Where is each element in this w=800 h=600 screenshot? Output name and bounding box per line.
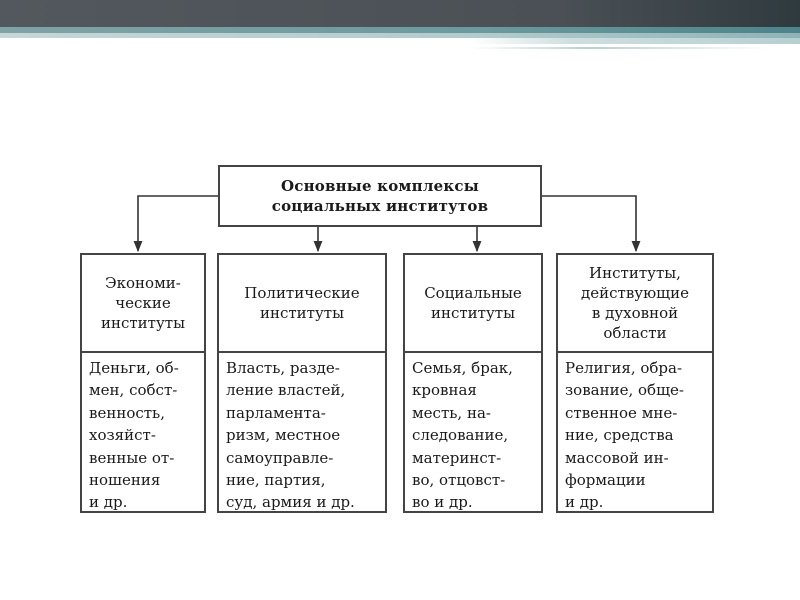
column-political-title: Политические институты xyxy=(244,284,360,322)
slide-header-stripe xyxy=(0,27,800,33)
root-box: Основные комплексы социальных институтов xyxy=(218,165,542,227)
column-social-title: Социальные институты xyxy=(424,284,522,322)
column-spiritual-body-cell: Религия, обра- зование, обще- ственное м… xyxy=(558,353,712,514)
column-economic-title-cell: Экономи- ческие институты xyxy=(82,255,204,353)
column-economic-title: Экономи- ческие институты xyxy=(100,274,186,332)
column-political: Политические институты Власть, разде- ле… xyxy=(217,253,387,513)
column-political-body-cell: Власть, разде- ление властей, парламента… xyxy=(219,353,385,514)
column-social: Социальные институты Семья, брак, кровна… xyxy=(403,253,543,513)
slide-header-stripe-light xyxy=(0,33,800,38)
slide-header-band xyxy=(0,0,800,27)
column-economic: Экономи- ческие институты Деньги, об- ме… xyxy=(80,253,206,513)
slide-header-accent xyxy=(470,38,800,44)
column-political-body: Власть, разде- ление властей, парламента… xyxy=(226,359,355,512)
connector-left xyxy=(133,195,218,253)
column-spiritual: Институты, действующие в духовной област… xyxy=(556,253,714,513)
column-political-title-cell: Политические институты xyxy=(219,255,385,353)
root-label: Основные комплексы социальных институтов xyxy=(271,177,489,215)
slide-header-accent-line xyxy=(470,47,770,49)
column-social-body: Семья, брак, кровная месть, на- следован… xyxy=(412,359,513,512)
column-social-title-cell: Социальные институты xyxy=(405,255,541,353)
column-spiritual-title-cell: Институты, действующие в духовной област… xyxy=(558,255,712,353)
column-economic-body-cell: Деньги, об- мен, собст- венность, хозяйс… xyxy=(82,353,204,514)
column-spiritual-title: Институты, действующие в духовной област… xyxy=(581,264,689,342)
column-social-body-cell: Семья, брак, кровная месть, на- следован… xyxy=(405,353,541,514)
column-spiritual-body: Религия, обра- зование, обще- ственное м… xyxy=(565,359,684,512)
connector-right xyxy=(542,195,641,253)
column-economic-body: Деньги, об- мен, собст- венность, хозяйс… xyxy=(89,359,179,512)
